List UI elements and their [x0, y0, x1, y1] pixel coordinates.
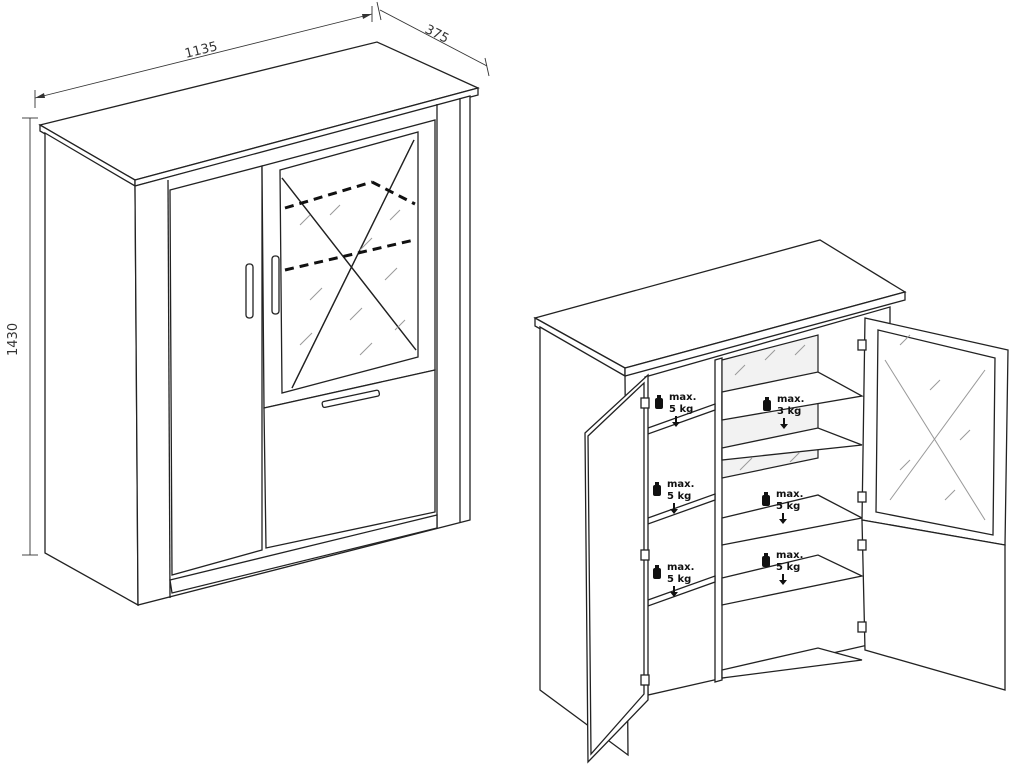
svg-text:5 kg: 5 kg [669, 404, 693, 415]
width-dimension-label: 1135 [183, 39, 219, 62]
svg-text:max.: max. [667, 479, 694, 490]
hinges [640, 339, 867, 686]
svg-text:max.: max. [776, 489, 803, 500]
svg-text:5 kg: 5 kg [776, 501, 800, 512]
svg-text:max.: max. [667, 562, 694, 573]
load-label-right-middle: max. 5 kg [762, 489, 803, 525]
svg-text:max.: max. [776, 550, 803, 561]
depth-dimension-line [376, 1, 490, 77]
svg-text:5 kg: 5 kg [667, 574, 691, 585]
svg-text:max.: max. [669, 392, 696, 403]
load-label-right-bottom: max. 5 kg [762, 550, 803, 586]
right-glass-texture [734, 344, 806, 471]
load-label-left-top: max. 5 kg [655, 392, 696, 428]
svg-text:3 kg: 3 kg [777, 406, 801, 417]
height-dimension-label: 1430 [6, 323, 21, 356]
svg-text:5 kg: 5 kg [776, 562, 800, 573]
closed-cabinet-view: 1135 375 1430 [6, 1, 490, 607]
glass-lattice [281, 139, 417, 389]
svg-text:max.: max. [777, 394, 804, 405]
load-label-left-middle: max. 5 kg [653, 479, 694, 515]
load-label-left-bottom: max. 5 kg [653, 562, 694, 598]
glass-texture [299, 204, 406, 356]
right-door-glass-texture [884, 334, 986, 521]
width-dimension-line [34, 6, 373, 108]
height-dimension-line [22, 117, 38, 556]
load-label-right-top: max. 3 kg [763, 394, 804, 430]
depth-dimension-label: 375 [422, 22, 451, 47]
open-cabinet-view: max. 5 kg max. 5 kg max. 5 kg max. 3 kg … [533, 239, 1009, 764]
svg-text:5 kg: 5 kg [667, 491, 691, 502]
